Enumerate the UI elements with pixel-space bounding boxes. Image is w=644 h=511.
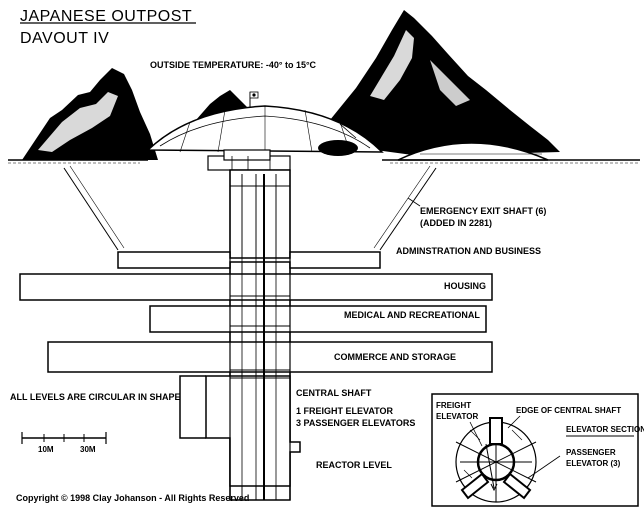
inset-passenger-label-2: ELEVATOR (3) (566, 459, 621, 468)
label-reactor-level: REACTOR LEVEL (316, 460, 392, 470)
level-medical (149, 305, 487, 333)
elevator-section-inset: FREIGHT ELEVATOR EDGE OF CENTRAL SHAFT E… (431, 393, 644, 507)
scale-label-10m: 10M (38, 445, 54, 454)
label-passenger-elevators-count: 3 PASSENGER ELEVATORS (296, 418, 415, 428)
label-catapult-dome: CATAPULT DOME (456, 128, 532, 138)
level-commerce (47, 341, 493, 373)
label-freight-elevator-count: 1 FREIGHT ELEVATOR (296, 406, 394, 416)
shaft-overlay (229, 170, 291, 500)
title-line1: JAPANESE OUTPOST (20, 8, 192, 25)
label-administration: ADMINSTRATION AND BUSINESS (396, 246, 541, 256)
inset-passenger-label-1: PASSENGER (566, 448, 616, 457)
inset-edge-of-shaft-label: EDGE OF CENTRAL SHAFT (516, 406, 621, 415)
inset-freight-label-2: ELEVATOR (436, 412, 478, 421)
label-central-shaft: CENTRAL SHAFT (296, 388, 372, 398)
scale-bar: 10M 30M (21, 432, 107, 454)
label-housing: HOUSING (444, 281, 486, 291)
copyright: Copyright © 1998 Clay Johanson - All Rig… (16, 493, 249, 503)
level-reactor (179, 375, 301, 487)
label-medical: MEDICAL AND RECREATIONAL (344, 310, 480, 320)
passenger-elevator-arm-left (460, 472, 490, 500)
label-commerce: COMMERCE AND STORAGE (334, 352, 456, 362)
outside-temperature: OUTSIDE TEMPERATURE: -40° to 15°C (150, 60, 317, 70)
passenger-elevator-arm-right (502, 472, 532, 500)
scale-label-30m: 30M (80, 445, 96, 454)
inset-section-title: ELEVATOR SECTION (566, 425, 644, 434)
label-emergency-exit: EMERGENCY EXIT SHAFT (6) (420, 206, 546, 216)
right-mountain (300, 10, 560, 156)
label-main-dome: MAIN DOME (338, 112, 391, 122)
label-emergency-exit-added: (ADDED IN 2281) (420, 218, 492, 228)
inset-freight-label-1: FREIGHT (436, 401, 471, 410)
dome-window (318, 140, 358, 156)
catapult-dome (397, 142, 549, 161)
label-all-levels: ALL LEVELS ARE CIRCULAR IN SHAPE (10, 392, 181, 402)
emergency-exit-shafts (63, 165, 437, 251)
title-line2: DAVOUT IV (20, 30, 109, 47)
passenger-elevator-arm-top (489, 417, 503, 445)
